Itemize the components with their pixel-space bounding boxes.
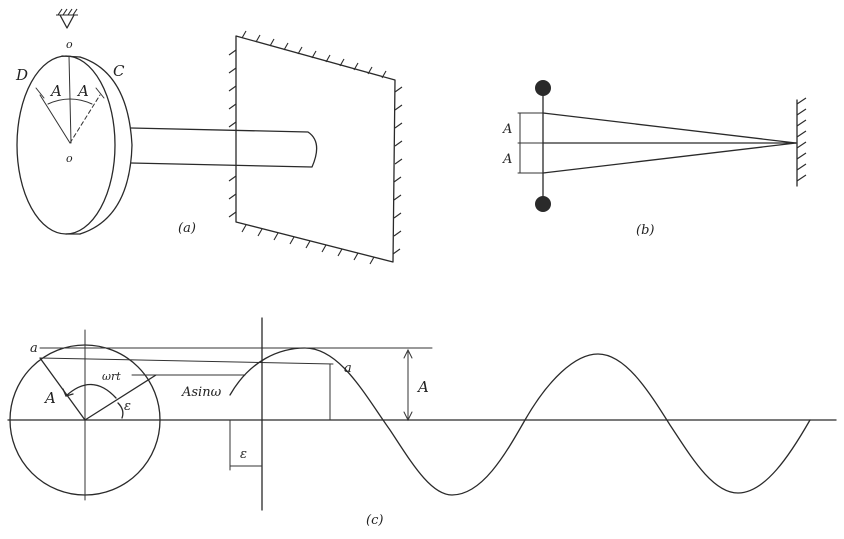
radius-epsilon: [84, 374, 157, 421]
sine-wave: [229, 347, 811, 496]
caption-b: (b): [636, 223, 654, 238]
disk-side: [79, 56, 133, 235]
arrow-omega-t-icon: [62, 388, 74, 397]
mass-bottom-icon: [535, 196, 551, 212]
wall-hatch-bottom: [241, 224, 375, 265]
shaft: [130, 127, 318, 168]
label-omega-t: ωrt: [102, 370, 121, 383]
wall-plate: [235, 35, 396, 263]
radius-to-C: [69, 94, 101, 144]
label-D: D: [15, 66, 28, 84]
top-support-icon: [56, 8, 78, 29]
wall-hatch-left: [228, 49, 237, 218]
arc-epsilon: [117, 402, 124, 419]
wall-hatch-right: [392, 86, 403, 255]
panel-b: A A (b): [502, 80, 807, 238]
label-epsilon-angle: ε: [124, 399, 131, 414]
projection-a: [39, 357, 334, 365]
wall-hatch-top: [241, 30, 387, 79]
panel-c: a a A ωrt ε Asinω A ε (c): [7, 317, 837, 528]
panel-a: o D C A A o: [15, 8, 403, 265]
label-center-o: o: [66, 152, 73, 165]
arc-omega-t: [65, 383, 117, 399]
label-A-upper-b: A: [502, 122, 512, 137]
arrow-down-icon: [403, 411, 413, 422]
label-a-circle: a: [30, 341, 38, 356]
label-A-sin: Asinω: [181, 385, 222, 400]
arrow-up-icon: [403, 348, 413, 359]
label-A-lower-b: A: [502, 152, 512, 167]
wall-b-hatch: [796, 97, 807, 182]
label-a-wave: a: [344, 361, 352, 376]
label-epsilon-offset: ε: [240, 447, 247, 462]
ray-lower: [542, 142, 797, 174]
caption-a: (a): [178, 221, 196, 236]
label-A-amplitude: A: [416, 378, 429, 396]
mark-C: [95, 87, 105, 99]
mass-top-icon: [535, 80, 551, 96]
label-A-left: A: [49, 82, 62, 100]
label-C: C: [113, 62, 125, 80]
ray-upper: [542, 112, 797, 144]
label-A-right: A: [76, 82, 89, 100]
radius-to-D: [39, 94, 71, 144]
angle-arc: [47, 98, 93, 105]
label-top-o: o: [66, 38, 73, 51]
mark-D: [35, 87, 45, 99]
caption-c: (c): [366, 513, 383, 528]
disk-face: [16, 55, 116, 235]
label-A-radius: A: [43, 389, 56, 407]
